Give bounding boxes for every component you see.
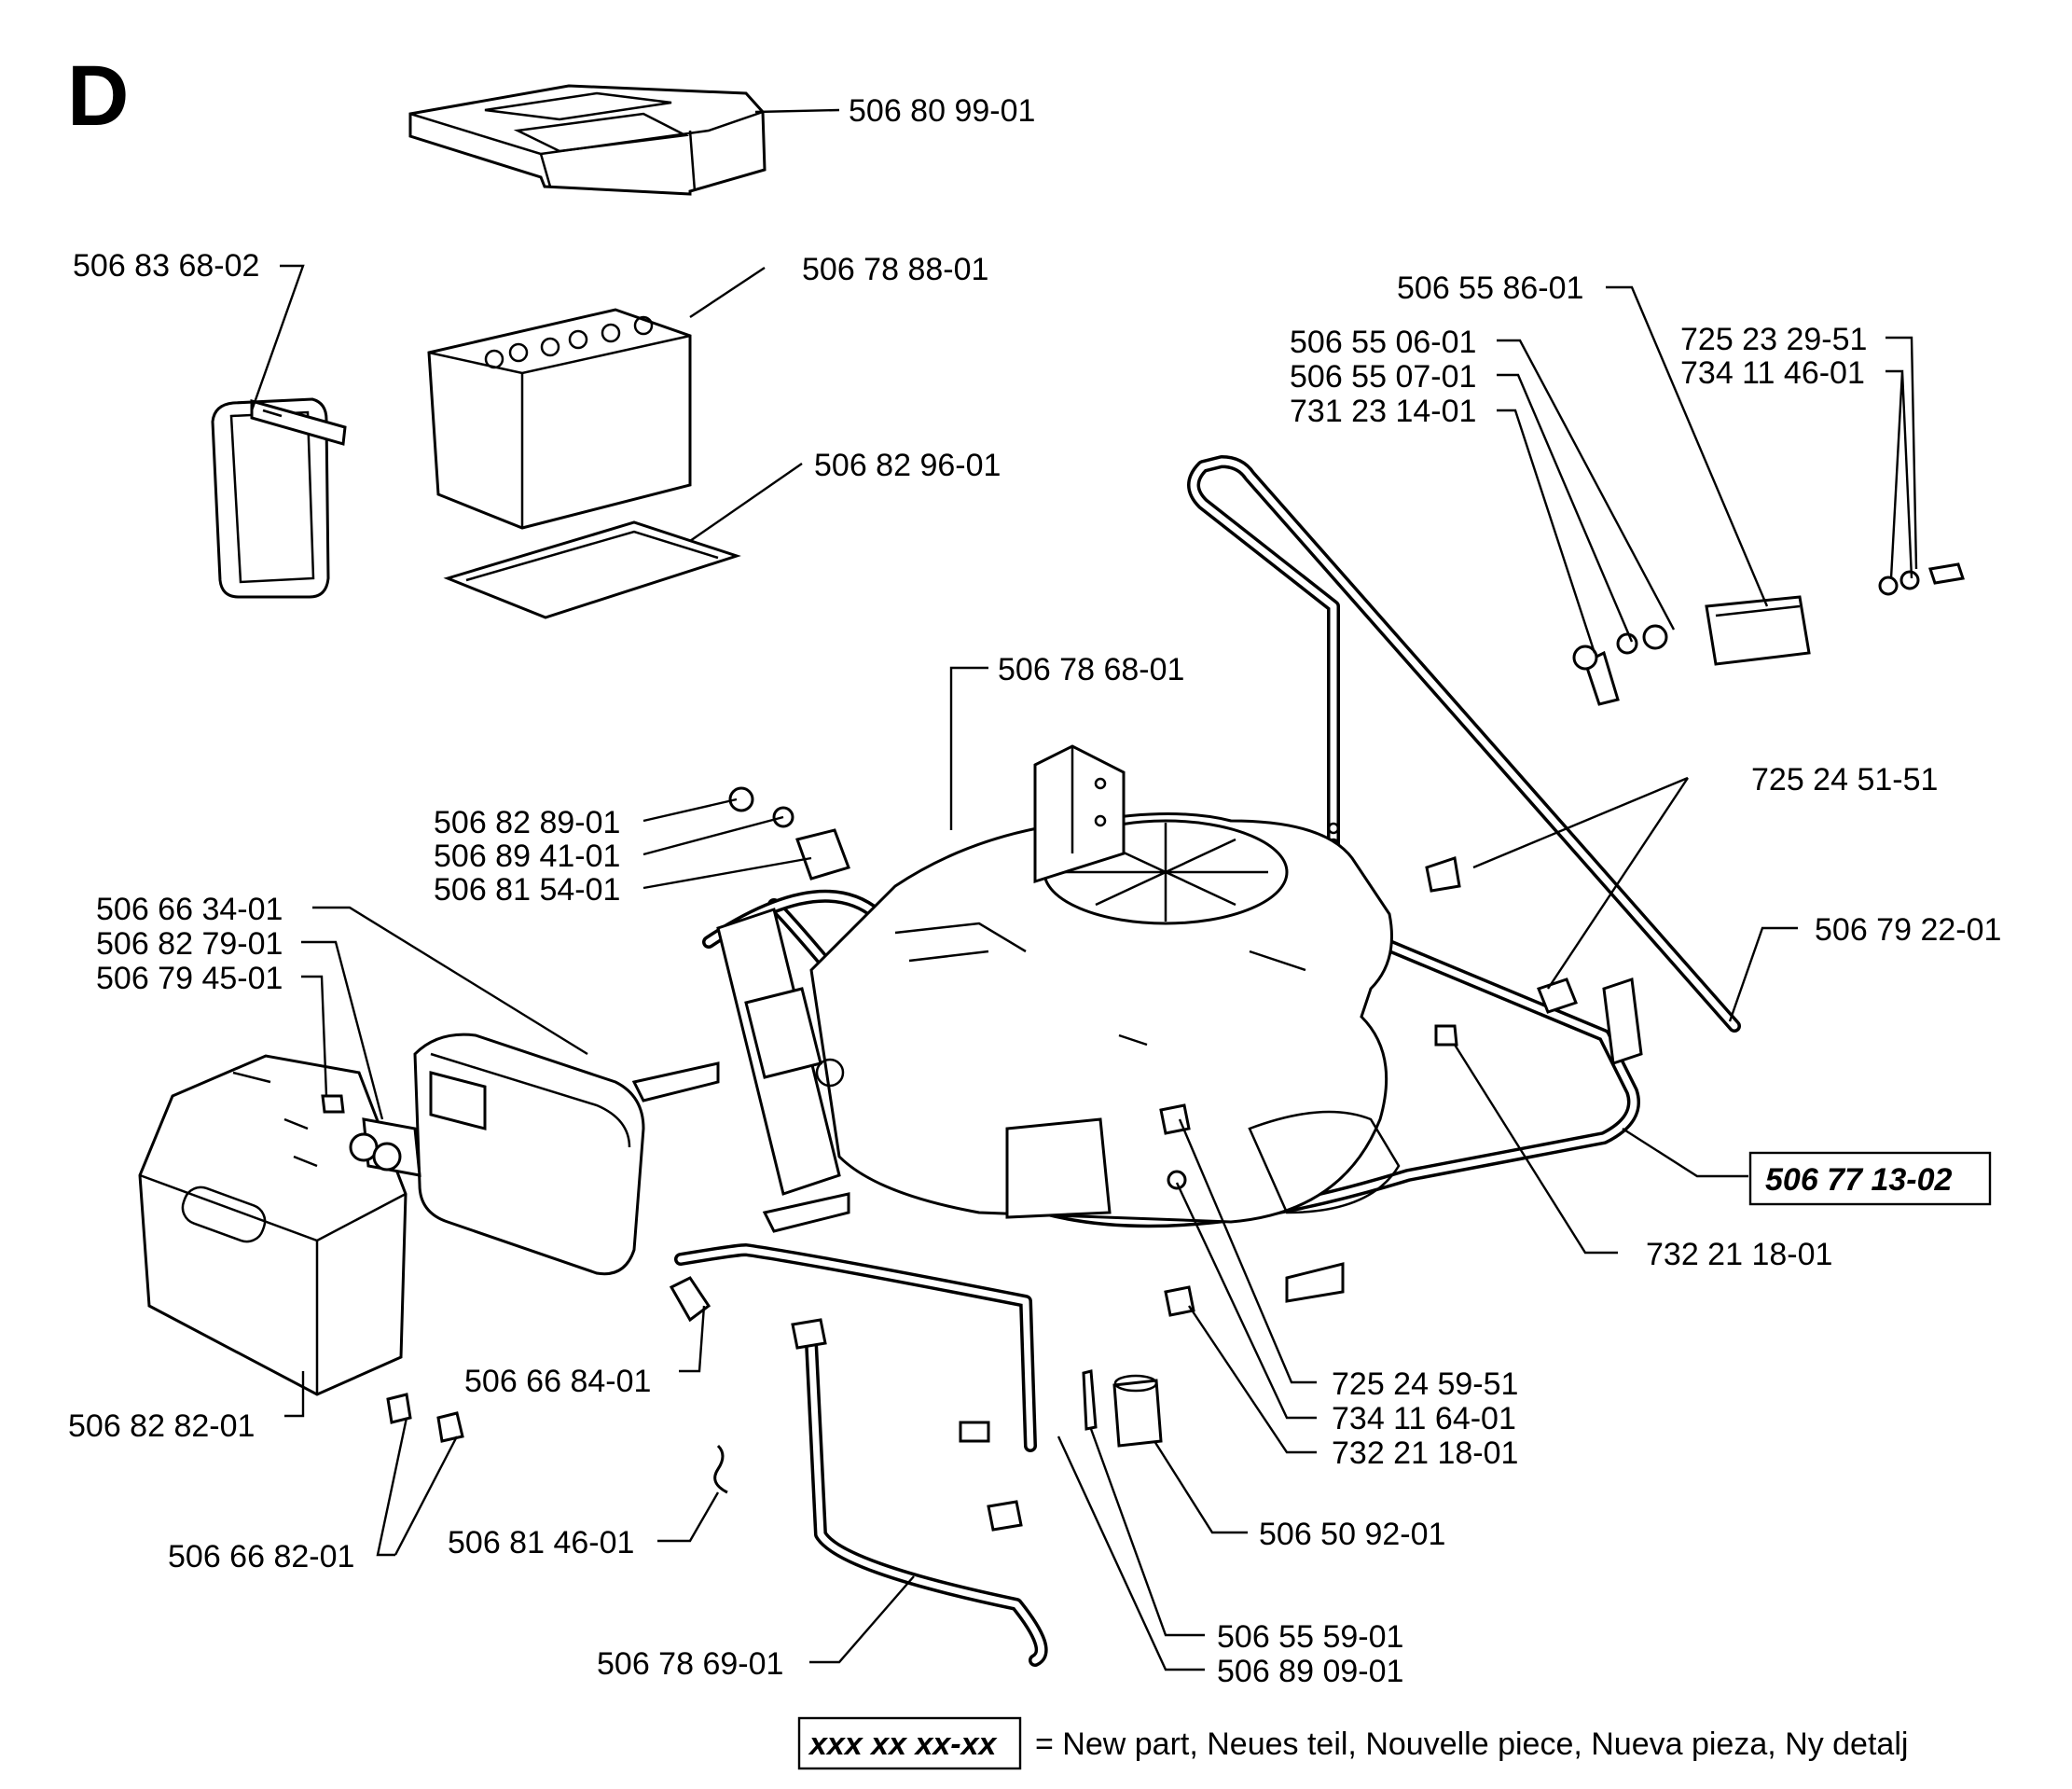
- engine-bracket-part: [1033, 744, 1126, 884]
- label-bolt-m: 725 24 59-51: [1332, 1366, 1518, 1402]
- label-cap: 506 82 89-01: [434, 805, 620, 840]
- new-part-box: [1748, 1151, 1992, 1206]
- label-spacer: 506 81 54-01: [434, 872, 620, 908]
- label-bracket: 506 55 86-01: [1397, 270, 1583, 306]
- label-washer-m: 734 11 64-01: [1332, 1401, 1516, 1436]
- leader-lines: [250, 108, 1918, 1671]
- label-shield: 506 82 82-01: [68, 1408, 255, 1444]
- label-muffler: 506 66 34-01: [96, 892, 283, 927]
- hardware-left: [321, 786, 1098, 1443]
- label-exhaust: 506 78 69-01: [597, 1646, 783, 1682]
- label-nut1: 506 55 06-01: [1290, 325, 1476, 360]
- label-sleeve: 506 50 92-01: [1259, 1517, 1445, 1552]
- part-labels: 506 80 99-01 506 83 68-02 506 78 88-01 5…: [68, 93, 2001, 1689]
- label-screw-m: 506 79 45-01: [96, 961, 283, 996]
- label-battery: 506 78 88-01: [802, 252, 988, 287]
- exhaust-pipe-part: [674, 1243, 1048, 1667]
- muffler-part: [349, 1033, 645, 1276]
- muffler-flange-plate: [631, 908, 1643, 1303]
- legend: xxx xx xx-xx = New part, Neues teil, Nou…: [797, 1716, 1908, 1770]
- sleeve-part: [1112, 1374, 1163, 1448]
- label-washer-r: 734 11 46-01: [1680, 355, 1865, 391]
- legend-box: [797, 1716, 1022, 1770]
- label-gasket: 506 82 79-01: [96, 926, 283, 962]
- label-mat: 506 82 96-01: [814, 448, 1001, 483]
- label-nut-m: 732 21 18-01: [1332, 1435, 1518, 1471]
- label-engine: 506 78 68-01: [998, 652, 1184, 687]
- label-top-cover: 506 80 99-01: [849, 93, 1035, 129]
- engine-part: [809, 812, 1401, 1224]
- label-nut-r: 732 21 18-01: [1646, 1237, 1832, 1272]
- label-screw-s: 506 66 82-01: [168, 1539, 354, 1574]
- label-washer1: 506 55 07-01: [1290, 359, 1476, 395]
- label-tube: 506 89 09-01: [1217, 1654, 1403, 1689]
- legend-code: xxx xx xx-xx: [808, 1727, 998, 1762]
- label-nut2: 731 23 14-01: [1290, 394, 1476, 429]
- label-screw-r: 725 23 29-51: [1680, 322, 1867, 357]
- section-letter: D: [67, 49, 129, 144]
- top-cover-part: [408, 84, 767, 196]
- label-strap: 506 83 68-02: [73, 248, 259, 284]
- label-wire: 506 81 46-01: [448, 1525, 634, 1560]
- legend-text: = New part, Neues teil, Nouvelle piece, …: [1035, 1727, 1908, 1762]
- hardware-right: [1159, 562, 1965, 1317]
- label-bolt-r: 725 24 51-51: [1751, 762, 1938, 797]
- label-handle: 506 79 22-01: [1815, 912, 2001, 948]
- battery-mat-part: [443, 520, 741, 619]
- label-pin: 506 55 59-01: [1217, 1619, 1403, 1655]
- muffler-shield-part: [138, 1054, 407, 1396]
- battery-part: [427, 308, 692, 530]
- label-frame: 506 77 13-02: [1765, 1162, 1952, 1198]
- battery-strap-part: [211, 397, 347, 599]
- label-clamp: 506 66 84-01: [464, 1364, 651, 1399]
- label-washer-l: 506 89 41-01: [434, 839, 620, 874]
